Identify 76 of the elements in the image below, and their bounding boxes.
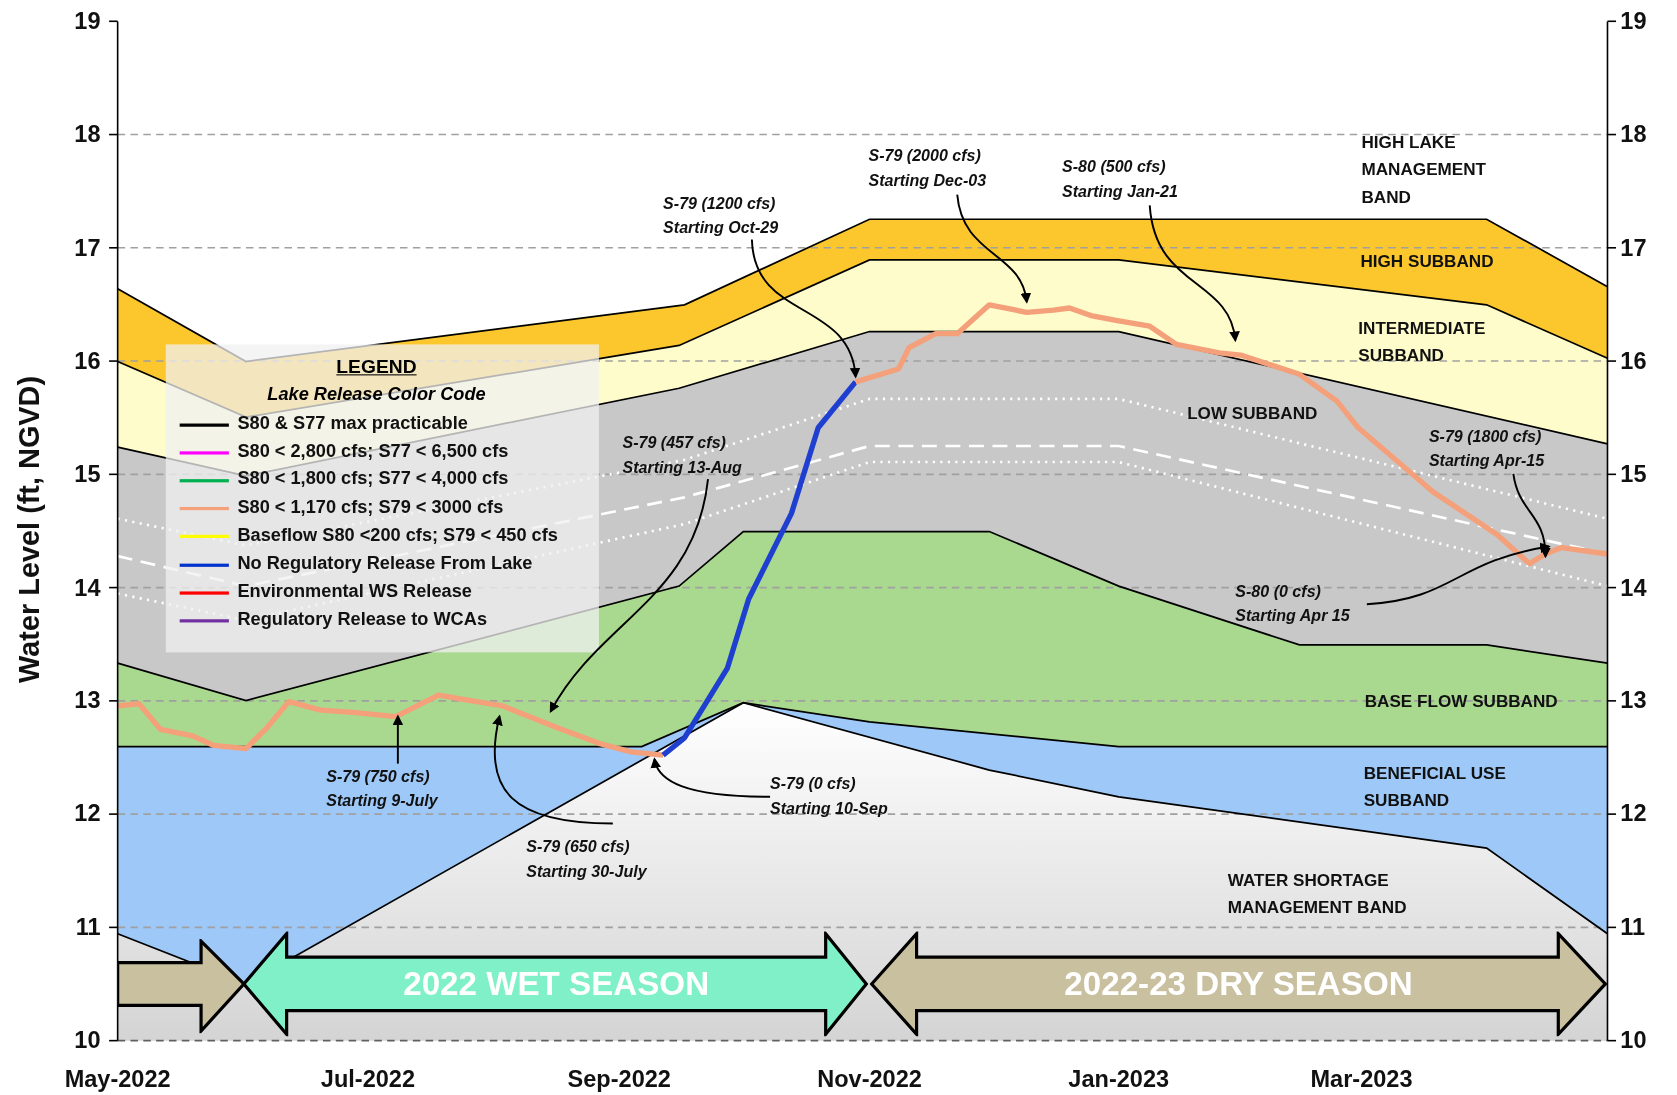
axis-tick-label: 13 (74, 687, 101, 715)
annotation-text: Starting Apr 15 (1235, 605, 1350, 627)
axis-tick-label: 16 (74, 347, 101, 376)
season-banner (869, 931, 1608, 1037)
axis-tick-label: 15 (74, 460, 101, 489)
axis-tick-label: Mar-2023 (1310, 1065, 1413, 1094)
axis-tick-label: Jul-2022 (320, 1065, 415, 1094)
axis-tick-label: 12 (1620, 800, 1647, 829)
band-label: HIGH LAKE MANAGEMENT BAND (1361, 131, 1488, 209)
band-label: LOW SUBBAND (1187, 403, 1319, 425)
annotation-text: Starting 10-Sep (770, 797, 888, 820)
legend-label: Baseflow S80 <200 cfs; S79 < 450 cfs (237, 524, 558, 547)
season-banner (243, 931, 869, 1037)
annotation-text: S-79 (650 cfs) (526, 836, 631, 858)
annotation-text: S-79 (0 cfs) (770, 773, 857, 795)
legend-label: S80 < 1,800 cfs; S77 < 4,000 cfs (237, 468, 509, 491)
band-label: HIGH SUBBAND (1360, 251, 1495, 273)
leader-arrow (1365, 542, 1551, 606)
band-label: INTERMEDIATE SUBBAND (1358, 317, 1487, 367)
legend-label: S80 < 1,170 cfs; S79 < 3000 cfs (237, 496, 504, 519)
leader-arrow (492, 714, 614, 825)
legend-label: Regulatory Release to WCAs (237, 608, 487, 631)
leader-arrow (1148, 204, 1239, 343)
axis-tick-label: Sep-2022 (567, 1065, 671, 1094)
axis-tick-label: Nov-2022 (817, 1065, 922, 1094)
legend-subtitle: Lake Release Color Code (267, 383, 486, 406)
annotation-text: Starting Apr-15 (1428, 450, 1545, 472)
annotation-text: Starting 30-July (526, 861, 647, 883)
annotation-text: Starting 13-Aug (622, 456, 742, 478)
annotation-text: S-79 (1800 cfs) (1428, 425, 1543, 447)
axis-tick-label: 15 (1620, 460, 1647, 489)
axis-tick-label: 18 (1620, 120, 1647, 149)
axis-tick-label: 11 (75, 913, 101, 942)
band-label: BENEFICIAL USE SUBBAND (1363, 762, 1507, 812)
axis-tick-label: 10 (1620, 1026, 1647, 1055)
annotation-text: S-79 (1200 cfs) (663, 192, 777, 214)
leader-arrow (750, 238, 860, 379)
band-label: WATER SHORTAGE MANAGEMENT BAND (1227, 869, 1408, 919)
annotation-text: Starting 9-July (326, 790, 438, 812)
season-marker-shape (117, 939, 246, 1034)
axis-tick-label: 14 (1620, 573, 1647, 602)
legend-label: No Regulatory Release From Lake (237, 552, 533, 575)
legend-title: LEGEND (336, 356, 417, 379)
axis-tick-label: 19 (1620, 7, 1647, 36)
annotation-text: S-79 (750 cfs) (326, 765, 431, 788)
annotation-text: Starting Oct-29 (663, 217, 779, 239)
axis-tick-label: 14 (74, 573, 101, 602)
annotation-text: S-80 (500 cfs) (1062, 156, 1167, 178)
annotation-text: S-80 (0 cfs) (1235, 580, 1322, 602)
axis-title: Water Level (ft, NGVD) (13, 375, 47, 683)
axis-tick-label: 11 (1620, 913, 1646, 942)
leader-arrow (1512, 472, 1551, 559)
axis-tick-label: 18 (74, 120, 101, 149)
axis-tick-label: 17 (1620, 234, 1647, 262)
axis-tick-label: 10 (74, 1026, 101, 1055)
axis-tick-label: 19 (74, 7, 101, 36)
annotation-text: Starting Jan-21 (1062, 180, 1178, 202)
annotation-text: S-79 (457 cfs) (622, 432, 727, 454)
leader-arrow (956, 193, 1031, 304)
axis-tick-label: 13 (1620, 687, 1647, 715)
axis-tick-label: Jan-2023 (1068, 1065, 1170, 1094)
legend-label: S80 & S77 max practicable (237, 412, 468, 435)
annotation-text: S-79 (2000 cfs) (868, 145, 982, 167)
leader-arrow (651, 757, 771, 798)
leader-arrow (392, 714, 404, 765)
legend-label: S80 < 2,800 cfs; S77 < 6,500 cfs (237, 440, 509, 463)
leader-arrow (549, 478, 709, 714)
axis-tick-label: 12 (74, 800, 101, 829)
annotation-text: Starting Dec-03 (868, 170, 987, 192)
legend-label: Environmental WS Release (237, 580, 472, 603)
axis-tick-label: May-2022 (64, 1065, 171, 1094)
season-label: 2022-23 DRY SEASON (1064, 964, 1413, 1004)
axis-tick-label: 17 (74, 234, 101, 262)
axis-tick-label: 16 (1620, 347, 1647, 376)
band-label: BASE FLOW SUBBAND (1364, 691, 1559, 713)
season-label: 2022 WET SEASON (403, 964, 710, 1004)
